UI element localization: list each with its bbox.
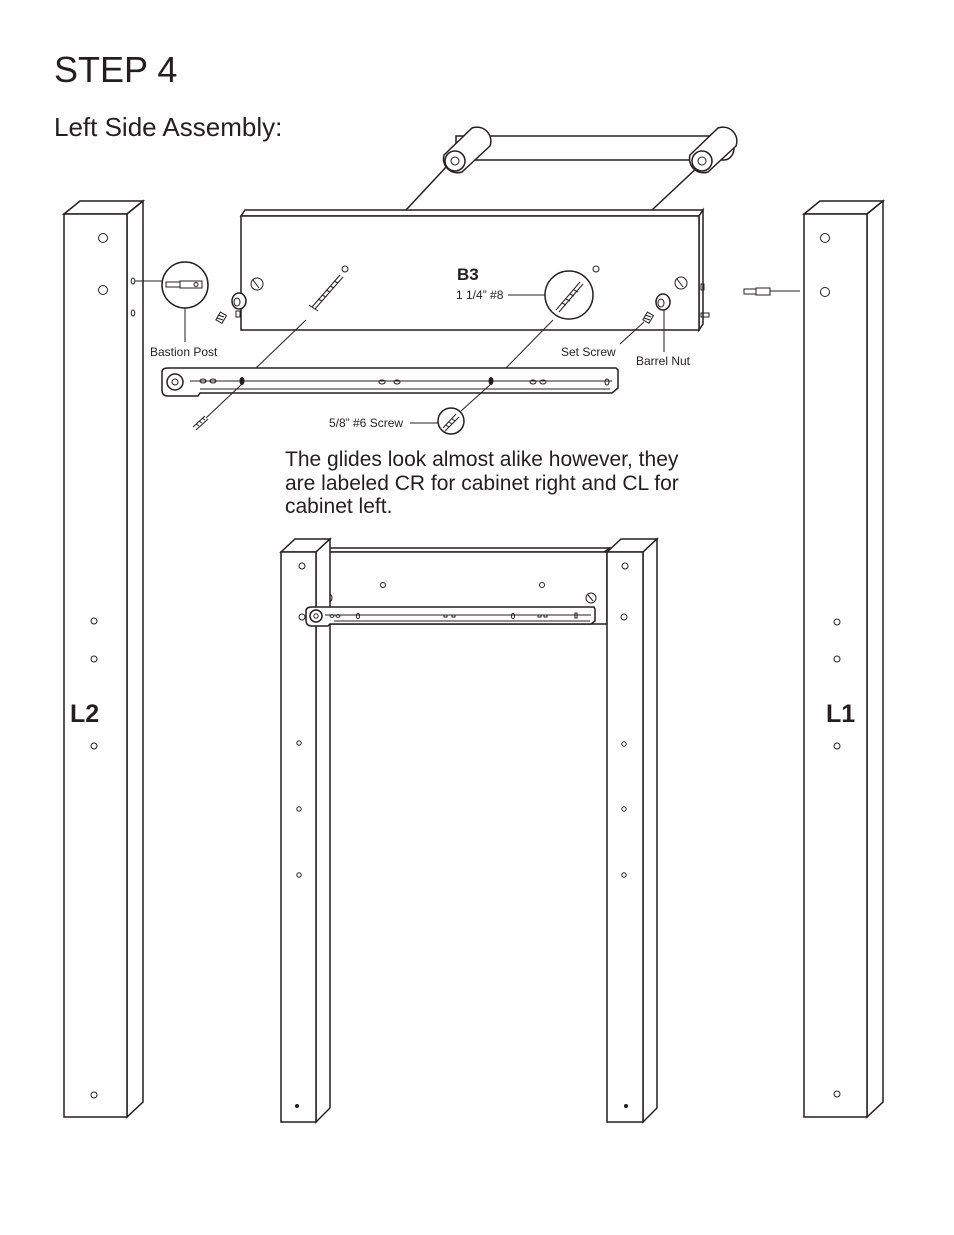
panel-b3: B3 [235,207,710,333]
set-screw-icon [215,311,655,345]
leg-l2-label: L2 [70,700,99,728]
panel-b3-label: B3 [457,265,479,284]
barrel-nut-icon [231,292,671,352]
bastion-post-icon [135,261,209,342]
set-screw-label: Set Screw [561,345,616,359]
step-title: STEP 4 [54,49,178,90]
assembled-view [279,537,659,1124]
screw-long-label: 1 1/4” #8 [456,288,504,302]
wood-screw-icon [192,383,492,435]
bastion-post-icon [743,287,800,296]
bastion-post-label: Bastion Post [150,345,218,359]
handle-bar-icon [405,126,738,211]
leg-l1: L1 [801,199,886,1119]
wood-screw-icon [508,270,594,320]
wood-screw-icon [308,274,344,312]
section-subtitle: Left Side Assembly: [54,112,283,142]
screw-short-label: 5/8” #6 Screw [329,416,403,430]
leg-l2: L2 [61,199,146,1119]
leg-l1-label: L1 [826,700,855,728]
barrel-nut-label: Barrel Nut [636,354,691,368]
drawer-glide-icon [161,367,619,397]
glide-note: The glides look almost alike however, th… [285,448,679,518]
